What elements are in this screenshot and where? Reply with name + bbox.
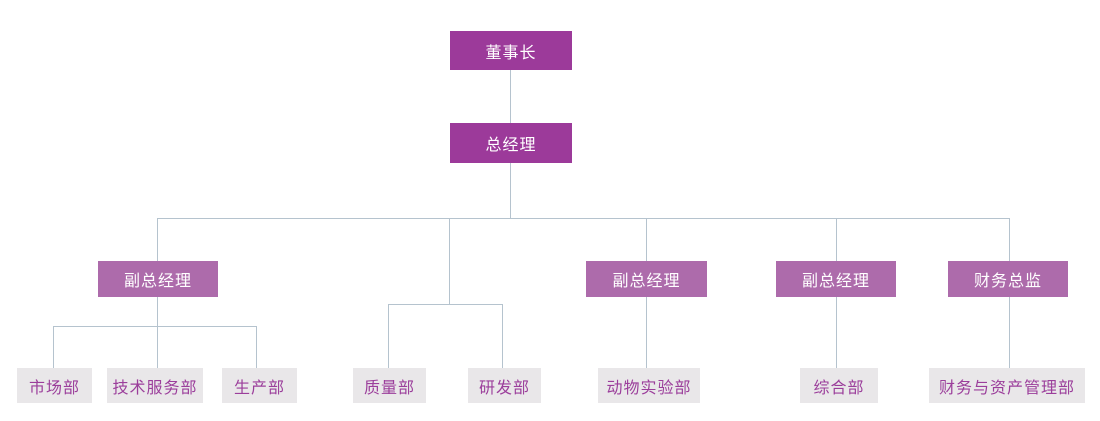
connector-chairman-to-gm: [510, 70, 511, 123]
node-deputy-gm-2: 副总经理: [586, 261, 707, 297]
connector-drop-finance-assets: [1009, 297, 1010, 368]
node-dept-tech-service: 技术服务部: [107, 368, 203, 403]
node-deputy-gm-1: 副总经理: [98, 261, 218, 297]
connector-drop-production: [256, 326, 257, 368]
connector-drop-deputy-gm-2: [646, 218, 647, 261]
node-general-manager: 总经理: [450, 123, 572, 163]
node-dept-rnd: 研发部: [468, 368, 541, 403]
connector-left-split-horizontal: [53, 326, 257, 327]
connector-drop-tech-service: [157, 326, 158, 368]
connector-drop-mid-branch: [449, 218, 450, 305]
connector-drop-rnd: [502, 304, 503, 368]
connector-drop-deputy-gm-3: [836, 218, 837, 261]
node-dept-finance-assets: 财务与资产管理部: [929, 368, 1085, 403]
connector-drop-quality: [388, 304, 389, 368]
node-dept-animal-lab: 动物实验部: [598, 368, 700, 403]
connector-main-horizontal: [157, 218, 1010, 219]
connector-drop-marketing: [53, 326, 54, 368]
connector-drop-animal-lab: [646, 297, 647, 368]
node-dept-marketing: 市场部: [17, 368, 92, 403]
connector-drop-general: [836, 297, 837, 368]
connector-deputy-gm-1-stem: [157, 297, 158, 326]
node-finance-director: 财务总监: [948, 261, 1068, 297]
connector-drop-deputy-gm-1: [157, 218, 158, 261]
node-dept-production: 生产部: [222, 368, 297, 403]
node-dept-quality: 质量部: [353, 368, 426, 403]
connector-gm-to-main: [510, 162, 511, 218]
node-chairman: 董事长: [450, 31, 572, 70]
node-deputy-gm-3: 副总经理: [776, 261, 896, 297]
connector-drop-finance-director: [1009, 218, 1010, 261]
node-dept-general: 综合部: [800, 368, 878, 403]
connector-mid-split-horizontal: [388, 304, 503, 305]
